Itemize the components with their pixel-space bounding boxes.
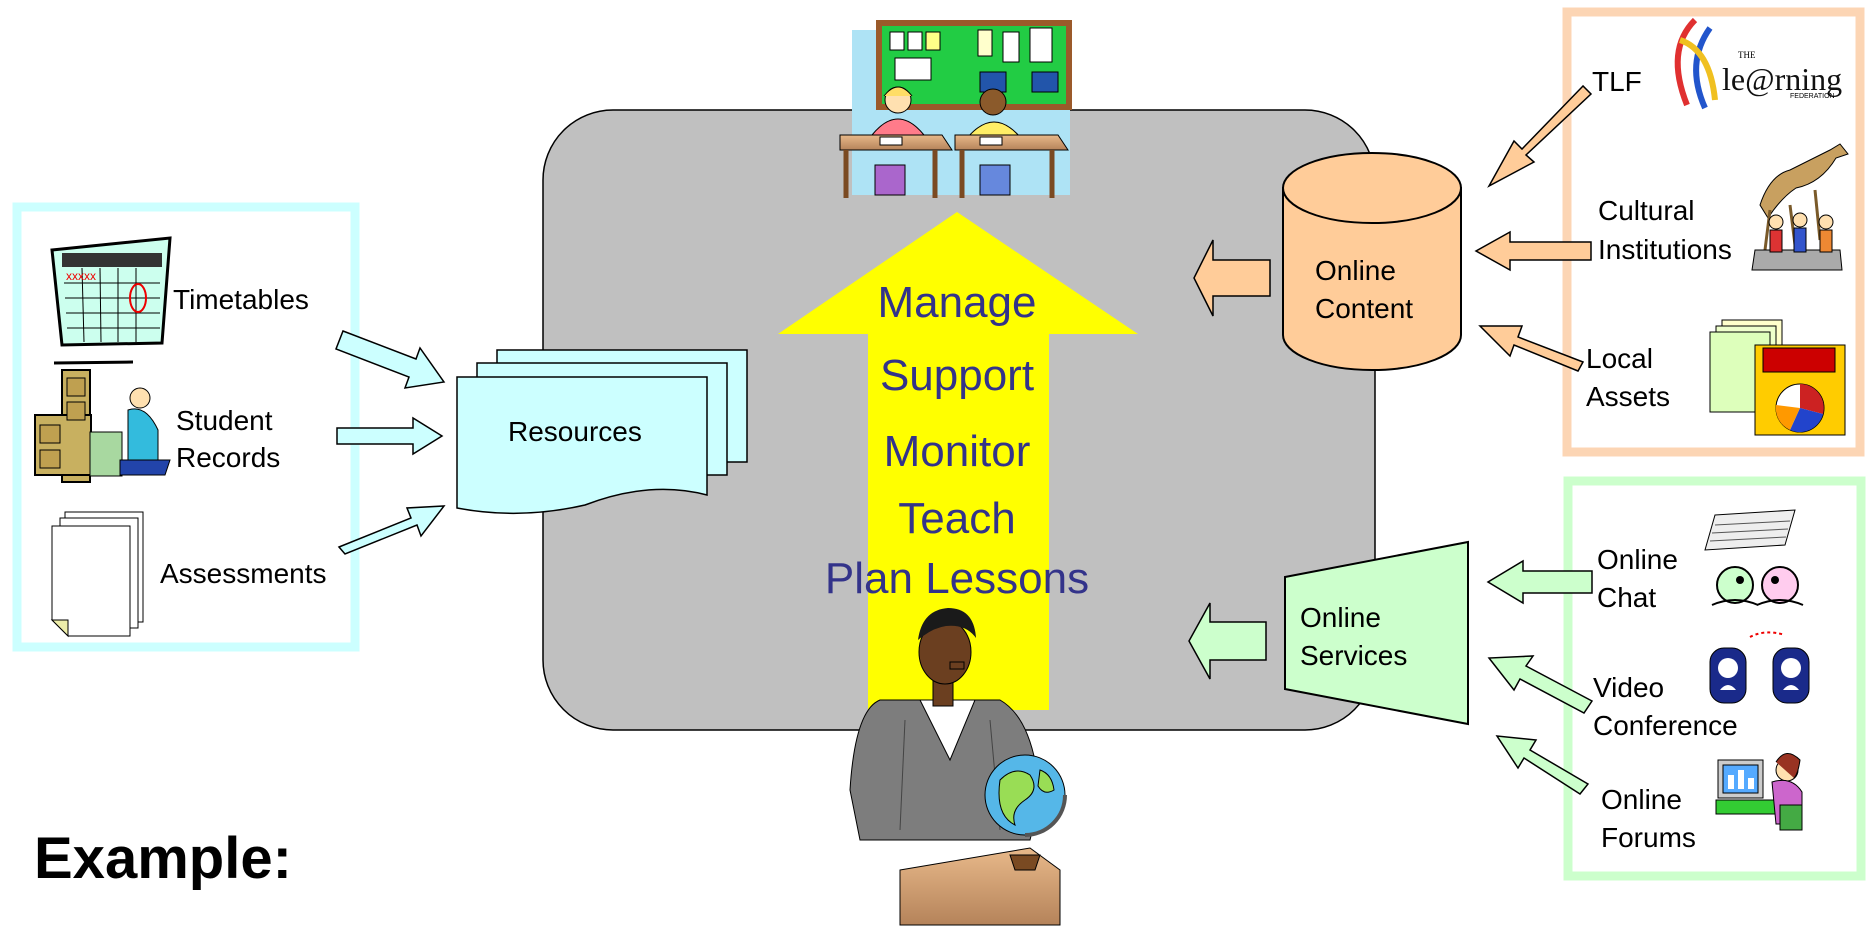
teacher-globe-icon (849, 608, 1067, 926)
task-teach: Teach (898, 494, 1015, 543)
documents-icon (50, 511, 144, 638)
teacher-tasks: Manage Support Monitor Teach Plan Lesson… (825, 278, 1089, 603)
online-forums-label-line1: Online (1601, 784, 1682, 815)
video-conference-label-line1: Video (1593, 672, 1664, 703)
arrow-timetables-to-resources (335, 330, 446, 389)
arrow-chat-to-services (1486, 559, 1593, 605)
timetables-label: Timetables (173, 284, 309, 315)
svg-text:le@rning: le@rning (1722, 61, 1842, 97)
task-monitor: Monitor (884, 427, 1031, 476)
filing-cabinet-icon (34, 360, 171, 483)
arrow-forums-to-services (1495, 735, 1590, 795)
video-conference-icon (1709, 631, 1810, 704)
school-data-panel (12, 202, 360, 652)
task-manage: Manage (877, 278, 1036, 327)
svg-text:THE: THE (1738, 50, 1756, 60)
online-services-label-line2: Services (1300, 640, 1407, 671)
cultural-institutions-label-line2: Institutions (1598, 234, 1732, 265)
timetable-icon: xxxxx (50, 236, 172, 347)
online-services-label-line1: Online (1300, 602, 1381, 633)
arrow-video-to-services (1487, 655, 1594, 714)
student-records-label-line1: Student (176, 405, 273, 436)
content-sources-panel (1562, 7, 1865, 457)
projector-chart-icon (1709, 319, 1846, 436)
svg-text:xxxxx: xxxxx (66, 269, 96, 283)
classroom-students-icon (839, 20, 1072, 198)
museum-dinosaur-icon (1751, 143, 1849, 271)
local-assets-label-line2: Assets (1586, 381, 1670, 412)
arrow-tlf-to-content (1487, 84, 1593, 188)
student-records-label-line2: Records (176, 442, 280, 473)
slide-title: Example: (34, 826, 292, 891)
arrow-assets-to-content (1478, 325, 1585, 372)
learning-federation-logo: THE le@rning FEDERATION (1674, 17, 1842, 110)
video-conference-label-line2: Conference (1593, 710, 1738, 741)
online-services-panel (1563, 476, 1866, 881)
online-content-label-line1: Online (1315, 255, 1396, 286)
chat-icon (1704, 509, 1804, 606)
arrow-content-to-classroom (1193, 239, 1271, 317)
forum-computer-icon (1715, 753, 1803, 831)
task-plan-lessons: Plan Lessons (825, 554, 1089, 603)
resources-node (456, 349, 748, 515)
online-chat-label-line1: Online (1597, 544, 1678, 575)
online-content-label-line2: Content (1315, 293, 1413, 324)
svg-text:FEDERATION: FEDERATION (1790, 93, 1835, 100)
cultural-institutions-label-line1: Cultural (1598, 195, 1694, 226)
local-assets-label-line1: Local (1586, 343, 1653, 374)
arrow-services-to-classroom (1188, 602, 1267, 680)
arrow-institutions-to-content (1474, 230, 1592, 272)
assessments-label: Assessments (160, 558, 327, 589)
tlf-label: TLF (1592, 66, 1642, 97)
resources-label: Resources (508, 416, 642, 447)
online-forums-label-line2: Forums (1601, 822, 1696, 853)
left-arrows (335, 330, 446, 555)
teacher-tasks-arrow (778, 212, 1138, 710)
task-support: Support (880, 351, 1034, 400)
online-content-node (1282, 152, 1462, 371)
arrow-records-to-resources (336, 416, 444, 456)
online-services-node (1284, 540, 1469, 726)
online-chat-label-line2: Chat (1597, 582, 1656, 613)
arrow-assessments-to-resources (337, 505, 446, 555)
